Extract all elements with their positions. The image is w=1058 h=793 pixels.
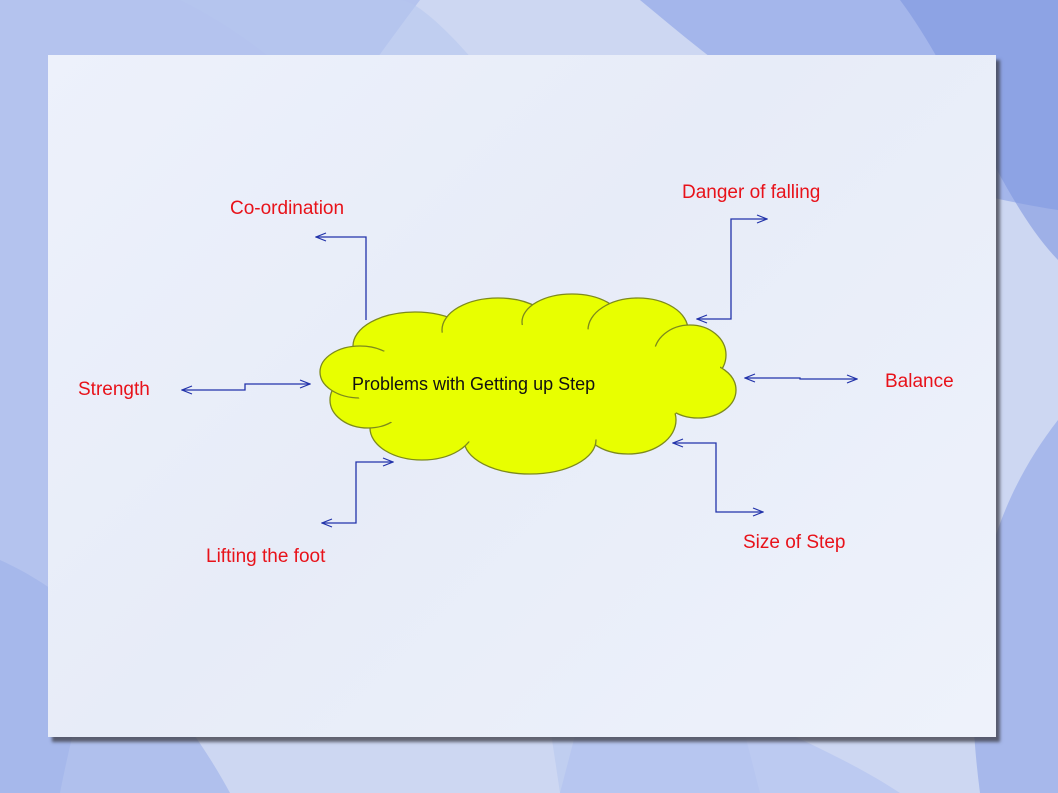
arrow-lifting: [322, 462, 393, 523]
arrow-strength: [182, 384, 310, 390]
center-topic-label: Problems with Getting up Step: [352, 374, 596, 394]
arrow-coordination: [316, 237, 367, 320]
node-coordination: Co-ordination: [230, 198, 345, 219]
center-cloud-fill: [355, 325, 695, 445]
node-lifting-the-foot: Lifting the foot: [206, 546, 326, 567]
arrow-balance: [745, 378, 857, 379]
node-size-of-step: Size of Step: [743, 532, 846, 553]
node-balance: Balance: [885, 371, 954, 392]
arrow-danger: [697, 219, 767, 319]
arrow-size: [673, 443, 763, 512]
node-strength: Strength: [78, 379, 150, 400]
node-danger-of-falling: Danger of falling: [682, 182, 821, 203]
